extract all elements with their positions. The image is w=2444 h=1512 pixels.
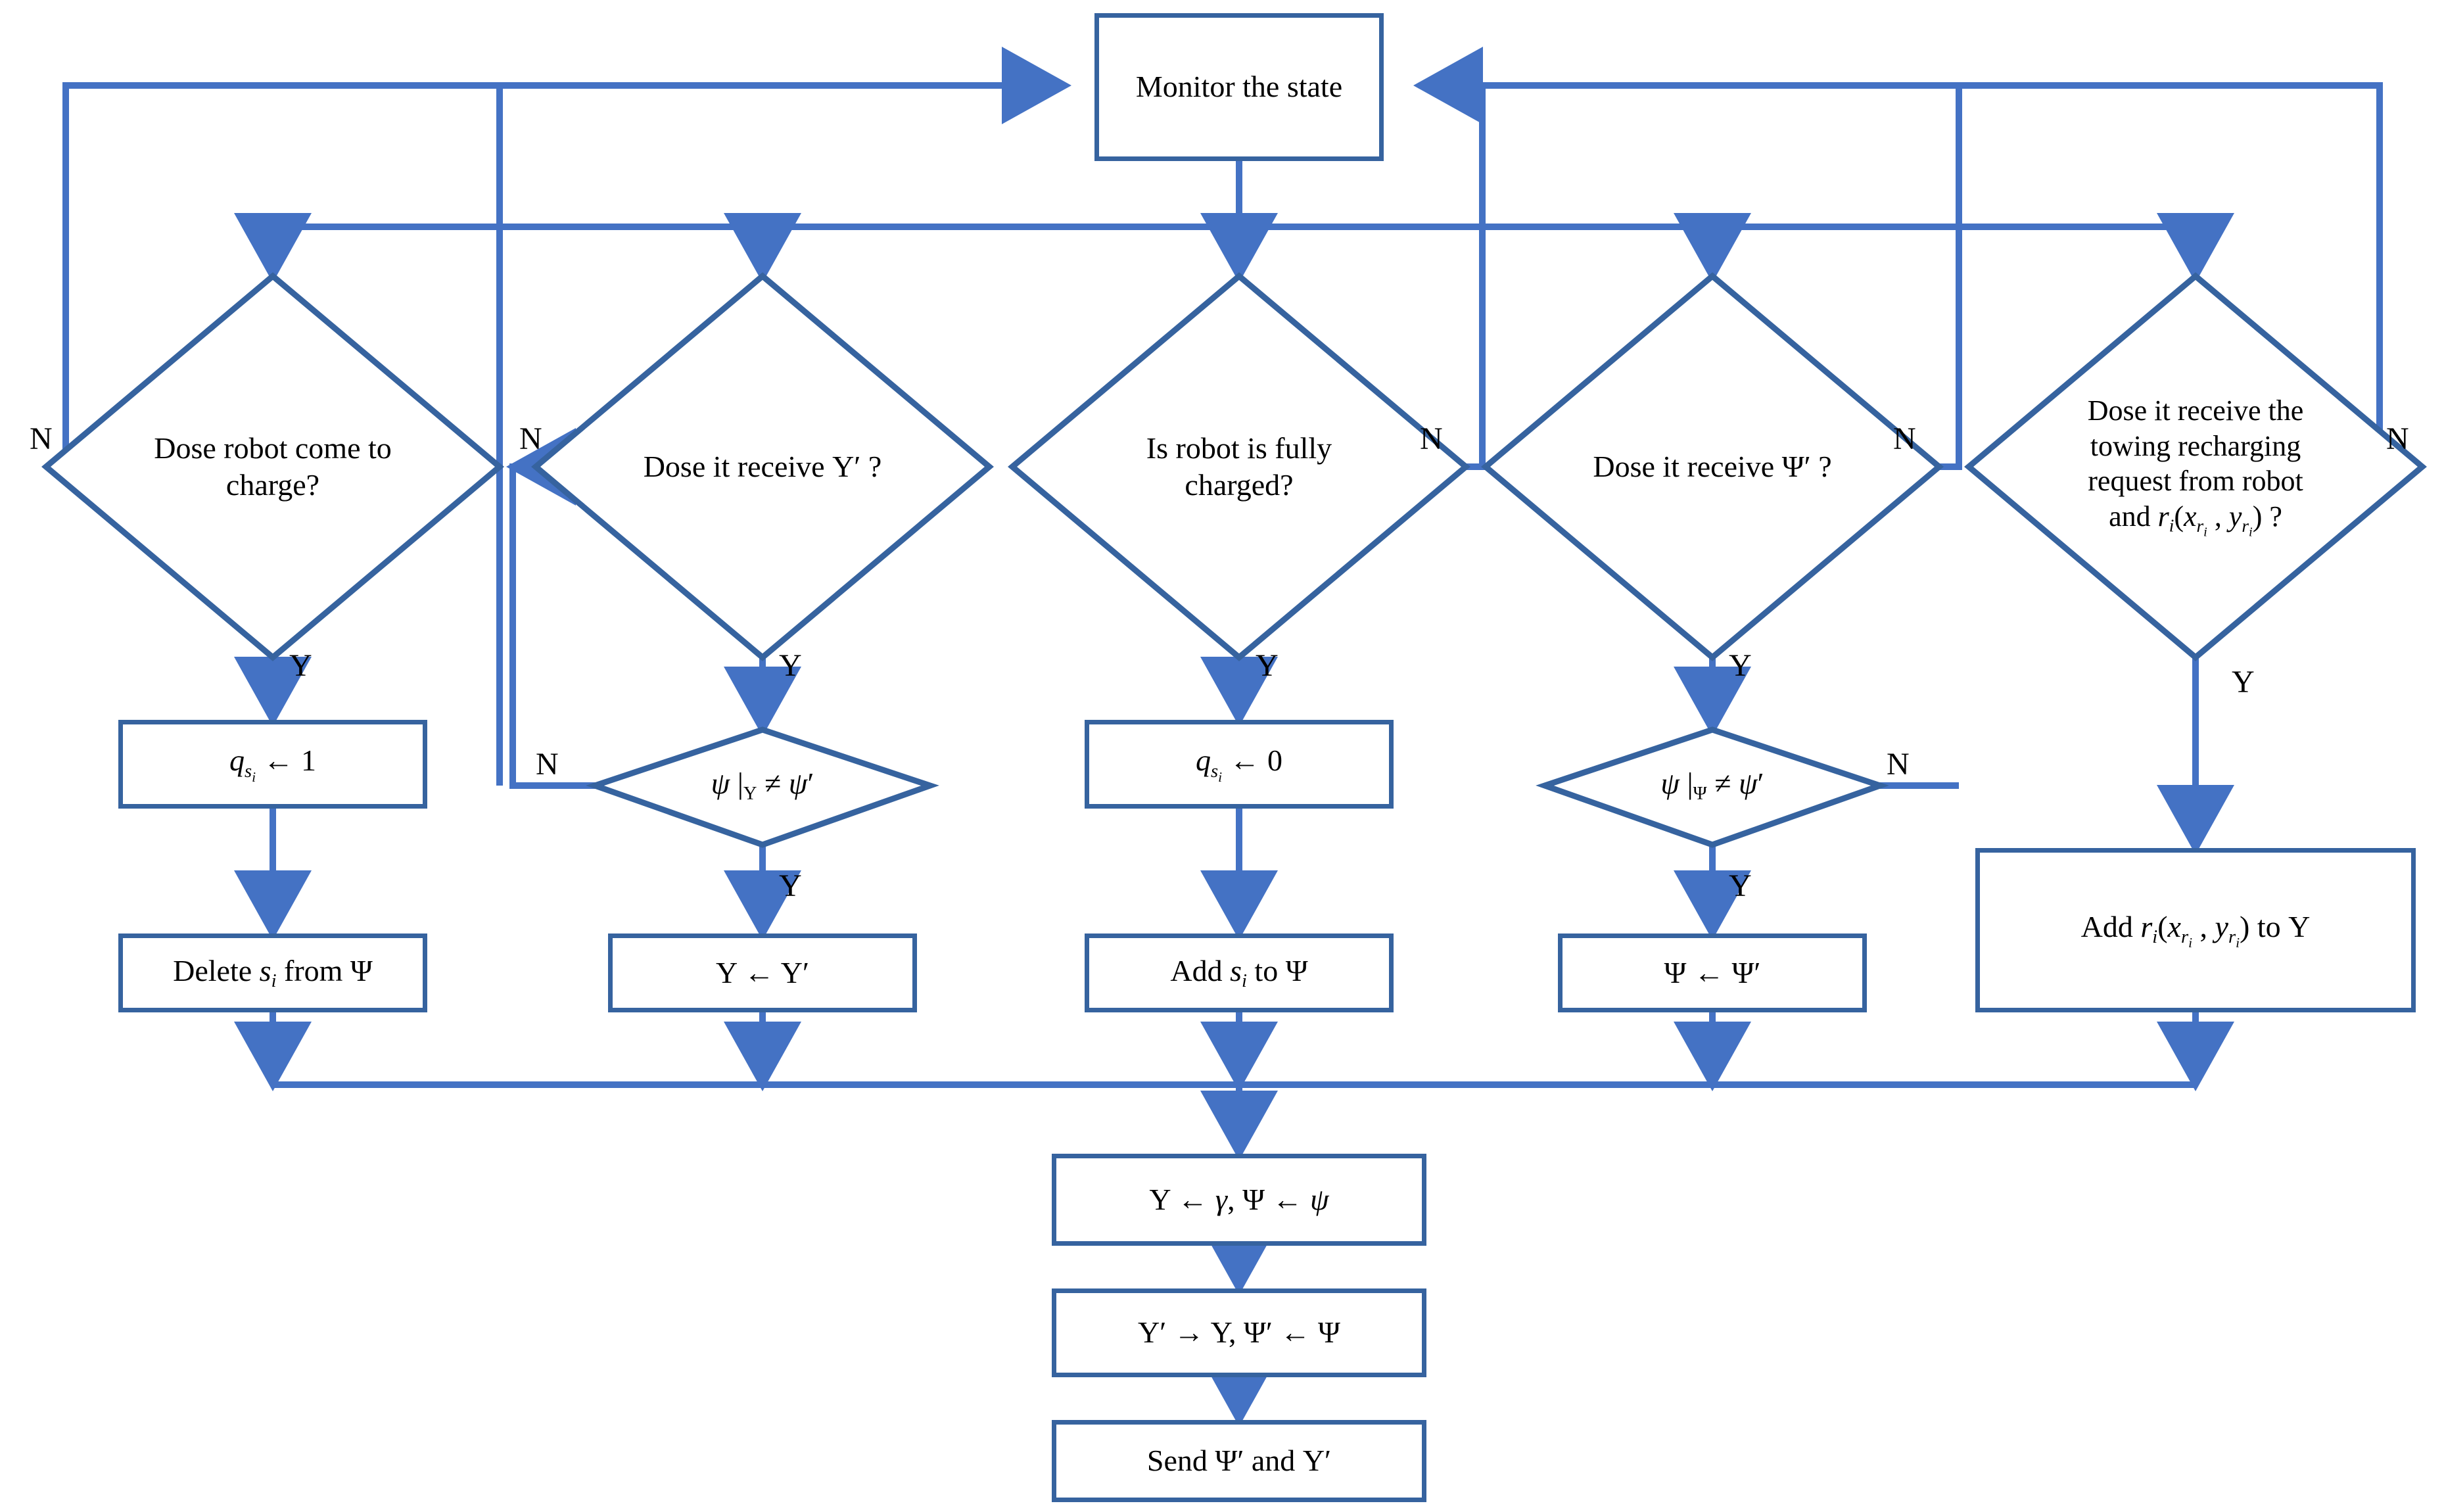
branch-label-d3-no: N xyxy=(1420,421,1443,456)
node-delete-si-from-psi[interactable]: Delete si from Ψ xyxy=(118,933,427,1012)
node-add-ri-to-upsilon[interactable]: Add ri(xri , yri) to Υ xyxy=(1975,848,2416,1012)
node-upsilon-assign[interactable]: Υ ← Υ′ xyxy=(608,933,917,1012)
wire-d4-no xyxy=(1887,85,1962,470)
decision-shape-d3 xyxy=(1008,272,1470,661)
node-label: Monitor the state xyxy=(1135,70,1343,104)
decision-shape-d1 xyxy=(41,272,504,661)
branch-label-d3-yes: Y xyxy=(1256,648,1279,683)
node-add-si-to-psi[interactable]: Add si to Ψ xyxy=(1085,933,1394,1012)
node-q-si-set-0[interactable]: qsi ← 0 xyxy=(1085,720,1394,809)
decision-shape-sd4 xyxy=(1536,726,1889,848)
branch-label-d2-yes: Y xyxy=(779,648,802,683)
decision-shape-d2 xyxy=(531,272,994,661)
node-q-si-set-1[interactable]: qsi ← 1 xyxy=(118,720,427,809)
branch-label-sd4-no: N xyxy=(1887,747,1910,782)
wire-d1-no-rail xyxy=(62,47,1071,467)
branch-label-sd2-yes: Y xyxy=(779,868,802,903)
branch-label-sd2-no: N xyxy=(536,747,559,782)
branch-label-d5-no: N xyxy=(2386,421,2409,456)
decision-shape-d5 xyxy=(1964,272,2427,661)
decision-shape-sd2 xyxy=(586,726,939,848)
decision-shape-d4 xyxy=(1481,272,1944,661)
node-footer-assign-gamma-psi[interactable]: Υ ← γ, Ψ ← ψ xyxy=(1052,1154,1426,1246)
wire-d5-no-rail xyxy=(1413,47,2383,467)
wire-d3-no xyxy=(1417,85,1486,470)
node-psi-assign[interactable]: Ψ ← Ψ′ xyxy=(1558,933,1867,1012)
branch-label-d4-no: N xyxy=(1893,421,1916,456)
node-monitor-the-state[interactable]: Monitor the state xyxy=(1094,13,1384,161)
branch-label-sd4-yes: Y xyxy=(1729,868,1752,903)
branch-label-d4-yes: Y xyxy=(1729,648,1752,683)
node-footer-assign-primes[interactable]: Υ′ → Υ, Ψ′ ← Ψ xyxy=(1052,1288,1426,1377)
branch-label-d2-no: N xyxy=(519,421,542,456)
node-footer-send[interactable]: Send Ψ′ and Υ′ xyxy=(1052,1420,1426,1502)
branch-label-d1-no: N xyxy=(30,421,53,456)
branch-label-d5-yes: Y xyxy=(2232,665,2255,699)
branch-label-d1-yes: Y xyxy=(289,648,312,683)
